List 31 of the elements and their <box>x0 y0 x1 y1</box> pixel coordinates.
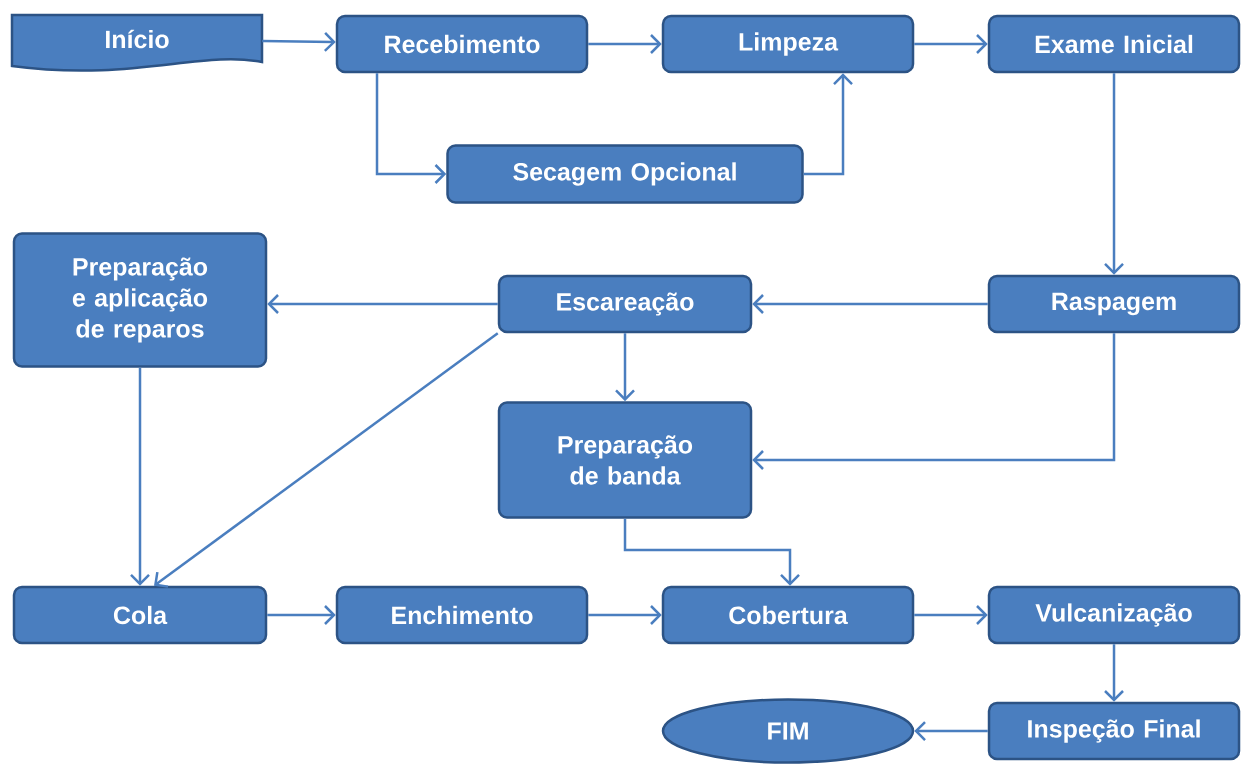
arrow <box>154 332 499 588</box>
arrow <box>262 32 336 52</box>
arrow <box>803 73 853 176</box>
arrow <box>1104 73 1124 275</box>
process-box: Raspagem <box>987 274 1241 334</box>
arrow <box>375 73 447 184</box>
arrow <box>267 605 336 625</box>
arrow <box>588 605 662 625</box>
process-box: Preparação de banda <box>497 401 753 519</box>
arrow <box>267 294 498 314</box>
arrow <box>752 294 988 314</box>
arrow <box>615 333 635 402</box>
process-box: Escareação <box>497 274 753 334</box>
arrow <box>588 34 662 54</box>
process-box: Preparação e aplicação de reparos <box>12 232 268 368</box>
process-box: Limpeza <box>661 14 915 74</box>
process-box: Enchimento <box>335 585 589 645</box>
process-box: Exame Inicial <box>987 14 1241 74</box>
process-box: Secagem Opcional <box>446 144 804 204</box>
arrow <box>1104 644 1124 702</box>
arrow <box>914 721 988 741</box>
process-box: Cobertura <box>661 585 915 645</box>
process-box: Cola <box>12 585 268 645</box>
arrow <box>914 605 988 625</box>
arrow <box>623 518 800 586</box>
process-box: Vulcanização <box>987 585 1241 645</box>
arrow <box>130 367 150 586</box>
arrow <box>752 333 1116 470</box>
arrow <box>914 34 988 54</box>
process-box: Recebimento <box>335 14 589 74</box>
process-box: Inspeção Final <box>987 701 1241 761</box>
